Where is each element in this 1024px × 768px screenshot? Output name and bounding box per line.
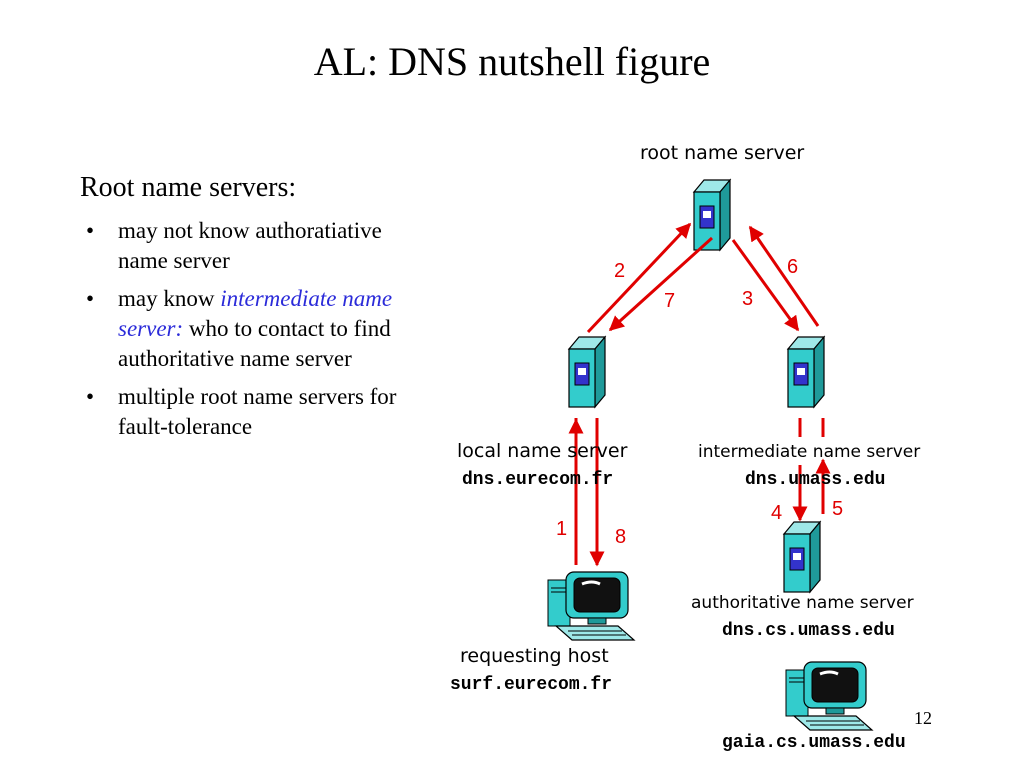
bullet-text-3: multiple root name servers for fault-tol…	[118, 384, 397, 439]
bullet-text-1: may not know authoratiative name server	[118, 218, 382, 273]
step-1-label: 1	[556, 518, 568, 540]
requesting-host-computer-icon	[546, 570, 636, 642]
gaia-host-name: gaia.cs.umass.edu	[722, 733, 906, 753]
local-server-host: dns.eurecom.fr	[462, 470, 614, 490]
authoritative-server-host: dns.cs.umass.edu	[722, 621, 895, 641]
arrow-step-7	[608, 236, 714, 332]
root-server-label: root name server	[640, 142, 805, 164]
arrow-step-6	[748, 225, 820, 327]
page-number: 12	[914, 708, 932, 728]
bullet-item-2: may know intermediate name server: who t…	[80, 284, 425, 374]
bullet-item-3: multiple root name servers for fault-tol…	[80, 382, 425, 442]
slide-title: AL: DNS nutshell figure	[313, 39, 711, 84]
authoritative-server-label: authoritative name server	[691, 593, 914, 613]
step-2-label: 2	[614, 260, 626, 282]
arrow-step-3	[731, 239, 800, 332]
step-7-label: 7	[664, 290, 676, 312]
bullet-list: may not know authoratiative name server …	[80, 216, 425, 450]
step-6-label: 6	[787, 256, 799, 278]
bullet-suffix-2: who to contact to find authoritative nam…	[118, 316, 391, 371]
step-8-label: 8	[615, 526, 627, 548]
arrow-step-2	[586, 222, 692, 334]
step-5-label: 5	[832, 498, 844, 520]
bullet-item-1: may not know authoratiative name server	[80, 216, 425, 276]
step-4-label: 4	[771, 502, 783, 524]
authoritative-server-icon	[783, 521, 821, 593]
intermediate-server-icon	[787, 336, 825, 408]
requesting-host-name: surf.eurecom.fr	[450, 675, 613, 695]
bullet-highlight-2: intermediate name server:	[118, 286, 393, 341]
intermediate-server-label: intermediate name server	[698, 442, 921, 462]
root-servers-heading: Root name servers:	[80, 172, 297, 203]
step-3-label: 3	[742, 288, 754, 310]
local-server-icon	[568, 336, 606, 408]
intermediate-server-host: dns.umass.edu	[745, 470, 886, 490]
gaia-host-computer-icon	[784, 660, 874, 732]
local-server-label: local name server	[457, 440, 628, 462]
requesting-host-label: requesting host	[460, 645, 609, 667]
bullet-prefix-2: may know	[118, 286, 221, 311]
